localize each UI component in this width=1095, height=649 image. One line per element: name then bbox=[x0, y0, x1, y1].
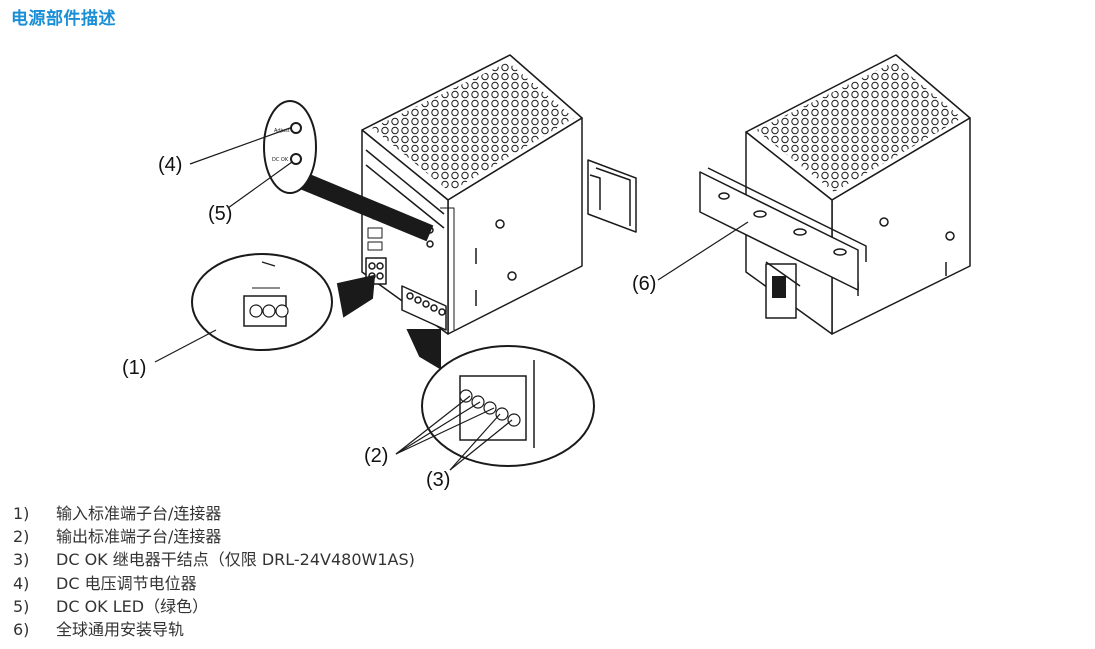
legend-number: 2) bbox=[13, 527, 30, 547]
legend-text: 输出标准端子台/连接器 bbox=[56, 527, 222, 547]
legend-number: 5) bbox=[13, 596, 30, 616]
legend-text: DC OK LED（绿色） bbox=[56, 596, 209, 616]
callout-2: (2) bbox=[364, 445, 388, 467]
legend-number: 1) bbox=[13, 504, 30, 523]
legend-number: 6) bbox=[13, 620, 30, 640]
zoom-input-terminal bbox=[191, 253, 376, 351]
legend-text: 全球通用安装导轨 bbox=[56, 620, 185, 640]
power-supply-front-view bbox=[361, 54, 637, 335]
callout-5: (5) bbox=[208, 203, 232, 225]
legend-item: 6) 全球通用安装导轨 bbox=[13, 618, 415, 641]
callout-1: (1) bbox=[122, 357, 146, 379]
legend-item: 4) DC 电压调节电位器 bbox=[13, 572, 415, 595]
callout-6: (6) bbox=[632, 273, 656, 295]
legend-number: 3) bbox=[13, 550, 30, 570]
power-supply-diagram: Adjust DC OK bbox=[122, 54, 971, 491]
power-supply-rear-view bbox=[699, 54, 971, 335]
legend-item: 3) DC OK 继电器干结点（仅限 DRL-24V480W1AS) bbox=[13, 548, 415, 571]
leader-lines bbox=[154, 127, 749, 471]
legend-item: 2) 输出标准端子台/连接器 bbox=[13, 525, 415, 548]
dc-ok-label: DC OK bbox=[272, 157, 289, 163]
page-title: 电源部件描述 bbox=[11, 9, 116, 29]
callout-4: (4) bbox=[158, 154, 182, 176]
parts-legend: 1) 输入标准端子台/连接器 2) 输出标准端子台/连接器 3) DC OK 继… bbox=[13, 502, 415, 641]
legend-item: 5) DC OK LED（绿色） bbox=[13, 595, 415, 618]
zoom-adjust-led: Adjust DC OK bbox=[263, 100, 434, 242]
legend-text: DC OK 继电器干结点（仅限 DRL-24V480W1AS) bbox=[56, 550, 415, 570]
legend-text: DC 电压调节电位器 bbox=[56, 573, 197, 593]
legend-item: 1) 输入标准端子台/连接器 bbox=[13, 502, 415, 525]
callout-3: (3) bbox=[426, 469, 450, 491]
legend-number: 4) bbox=[13, 573, 30, 593]
legend-text: 输入标准端子台/连接器 bbox=[56, 504, 222, 523]
zoom-output-terminal bbox=[406, 329, 595, 467]
